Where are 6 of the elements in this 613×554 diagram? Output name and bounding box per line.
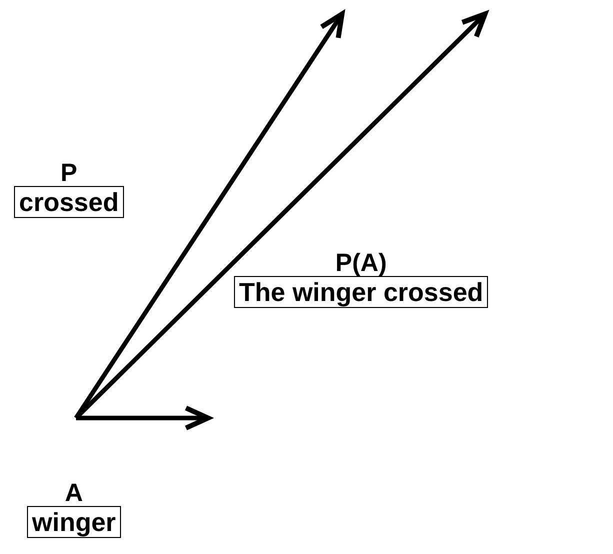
term-label: The winger crossed — [234, 276, 488, 308]
vector-symbol: A — [64, 480, 83, 506]
term-label: crossed — [14, 186, 124, 218]
vector-symbol: P — [60, 160, 78, 186]
vector-symbol: P(A) — [335, 250, 387, 276]
term-label: winger — [27, 506, 121, 538]
